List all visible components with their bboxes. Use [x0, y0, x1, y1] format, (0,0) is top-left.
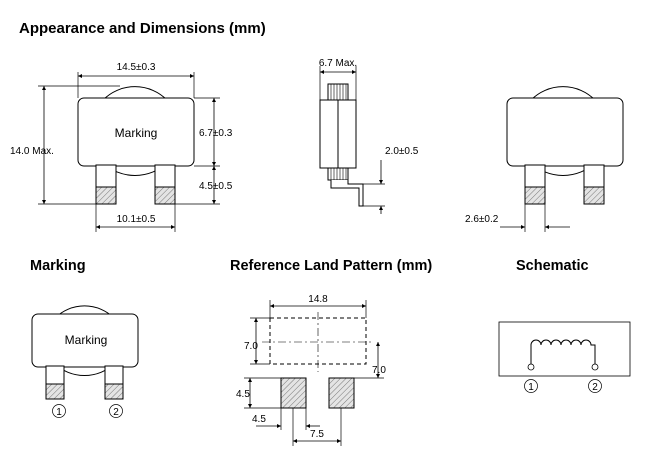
pin2-circle	[109, 404, 123, 418]
schematic-pin1-terminal	[527, 363, 535, 371]
back-body	[506, 97, 624, 167]
front-core-dome	[102, 86, 168, 101]
schematic-pin1-label: 1	[528, 382, 534, 393]
side-lead-offset-dim: 2.0±0.5	[385, 146, 419, 157]
front-body	[77, 97, 195, 167]
front-lead-right	[154, 164, 176, 188]
back-core-dome	[530, 86, 596, 101]
marking-view	[31, 305, 139, 418]
side-lead	[330, 180, 364, 207]
side-winding-bottom	[330, 168, 347, 180]
back-view	[500, 86, 624, 232]
land-pad-width-dim: 4.5	[252, 414, 266, 425]
front-body-height-dim: 6.7±0.3	[199, 128, 233, 139]
front-view	[38, 72, 220, 232]
front-lead-right-pad	[154, 186, 176, 205]
schematic-box	[498, 321, 631, 377]
front-marking-text: Marking	[115, 126, 158, 140]
schematic-pin2-label: 2	[592, 382, 598, 393]
marking-pin1-label: 1	[56, 407, 62, 418]
schematic	[498, 321, 631, 393]
land-pad-pitch-dim: 7.5	[310, 429, 324, 440]
page-title: Appearance and Dimensions (mm)	[19, 20, 266, 37]
land-pad-left	[280, 377, 307, 409]
marking-body	[31, 313, 139, 368]
marking-pin2-label: 2	[113, 407, 119, 418]
side-winding-top	[330, 84, 347, 100]
front-lead-left	[95, 164, 117, 188]
schematic-section-title: Schematic	[516, 258, 589, 274]
land-pattern	[244, 300, 384, 446]
land-height-right-dim: 7.0	[372, 365, 386, 376]
land-pad-right	[328, 377, 355, 409]
land-width-dim: 14.8	[308, 294, 328, 305]
land-pad-height-dim: 4.5	[236, 389, 250, 400]
land-pattern-section-title: Reference Land Pattern (mm)	[230, 258, 433, 274]
front-width-dim: 14.5±0.3	[117, 62, 156, 73]
schematic-pin2-terminal	[591, 363, 599, 371]
back-lead-width-dim: 2.6±0.2	[465, 214, 499, 225]
side-view	[319, 66, 385, 214]
marking-view-text: Marking	[65, 333, 108, 347]
front-lead-span-dim: 10.1±0.5	[117, 214, 156, 225]
front-height-dim: 14.0 Max.	[10, 146, 54, 157]
front-lead-height-dim: 4.5±0.5	[199, 181, 233, 192]
side-depth-dim: 6.7 Max.	[319, 58, 357, 69]
marking-section-title: Marking	[30, 258, 86, 274]
coil-symbol	[530, 339, 596, 365]
pin1-circle	[52, 404, 66, 418]
front-lead-left-pad	[95, 186, 117, 205]
land-height-dim: 7.0	[244, 341, 258, 352]
